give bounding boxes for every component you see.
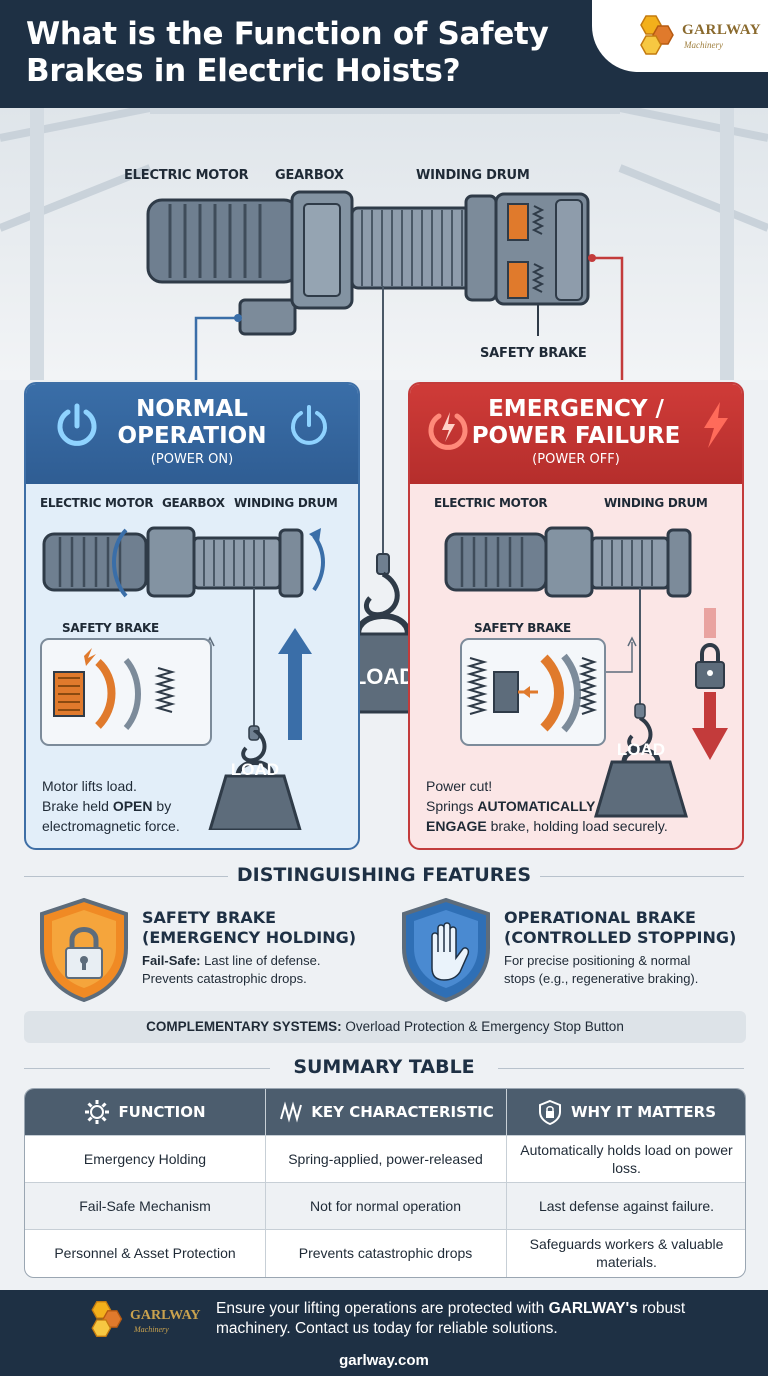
divider bbox=[540, 876, 744, 877]
brake-engaged-icon bbox=[460, 638, 606, 746]
gear-icon bbox=[85, 1100, 110, 1124]
footer-message: Ensure your lifting operations are prote… bbox=[216, 1300, 686, 1337]
divider bbox=[24, 876, 228, 877]
divider bbox=[24, 1068, 270, 1069]
warehouse-background bbox=[0, 108, 768, 380]
table-header: FUNCTION KEY CHARACTERISTIC WHY IT MATTE… bbox=[25, 1089, 745, 1135]
table-cell: Personnel & Asset Protection bbox=[54, 1245, 236, 1261]
power-on-icon bbox=[57, 403, 97, 446]
table-row: Fail-Safe Mechanism Not for normal opera… bbox=[25, 1182, 745, 1229]
gearbox-label: GEARBOX bbox=[275, 168, 344, 183]
logo-text: GARLWAY bbox=[682, 22, 762, 38]
table-cell: Safeguards workers & valuable materials. bbox=[529, 1236, 724, 1270]
normal-subtitle: (POWER ON) bbox=[150, 452, 234, 467]
operational-brake-title: OPERATIONAL BRAKE(CONTROLLED STOPPING) bbox=[504, 908, 737, 947]
emergency-drum-label: WINDING DRUM bbox=[604, 496, 708, 510]
emergency-load-icon bbox=[593, 718, 689, 818]
safety-shield-lock-icon bbox=[40, 898, 128, 1002]
footer-logo-subtext: Machinery bbox=[134, 1325, 169, 1334]
safety-brake-description: Fail-Safe: Last line of defense.Prevents… bbox=[142, 953, 321, 986]
emergency-subtitle: (POWER OFF) bbox=[532, 452, 620, 467]
table-cell: Last defense against failure. bbox=[538, 1198, 715, 1214]
emergency-panel: EMERGENCY /POWER FAILURE (POWER OFF) ELE… bbox=[408, 382, 744, 850]
normal-motor-label: ELECTRIC MOTOR bbox=[40, 496, 154, 510]
top-load-label: LOAD bbox=[352, 664, 416, 689]
table-cell: Spring-applied, power-released bbox=[288, 1151, 483, 1167]
table-row: Personnel & Asset Protection Prevents ca… bbox=[25, 1229, 745, 1276]
normal-description: Motor lifts load. Brake held OPEN by ele… bbox=[42, 778, 180, 834]
drum-label: WINDING DRUM bbox=[416, 168, 530, 183]
emergency-title: EMERGENCY /POWER FAILURE bbox=[471, 396, 681, 449]
header-function: FUNCTION bbox=[25, 1089, 265, 1135]
logo-subtext: Machinery bbox=[684, 40, 723, 50]
hoist-overview-diagram: ELECTRIC MOTOR GEARBOX WINDING DRUM SAFE… bbox=[0, 108, 768, 380]
normal-brake-label: SAFETY BRAKE bbox=[62, 621, 159, 635]
footer: GARLWAY Machinery Ensure your lifting op… bbox=[0, 1290, 768, 1376]
emergency-panel-header: EMERGENCY /POWER FAILURE (POWER OFF) bbox=[410, 384, 742, 484]
footer-logo[interactable]: GARLWAY Machinery bbox=[82, 1298, 216, 1340]
website-link[interactable]: garlway.com bbox=[339, 1352, 429, 1369]
emergency-load-label: LOAD bbox=[616, 740, 666, 759]
emergency-brake-label: SAFETY BRAKE bbox=[474, 621, 571, 635]
table-cell: Not for normal operation bbox=[310, 1198, 461, 1214]
hexagon-logo-icon bbox=[640, 15, 674, 55]
emergency-motor-label: ELECTRIC MOTOR bbox=[434, 496, 548, 510]
normal-drum-label: WINDING DRUM bbox=[234, 496, 338, 510]
normal-load-label: LOAD bbox=[230, 760, 280, 779]
emergency-hoist-icon bbox=[444, 526, 728, 760]
summary-title: SUMMARY TABLE bbox=[293, 1056, 475, 1078]
features-title: DISTINGUISHING FEATURES bbox=[236, 864, 532, 886]
hoist-assembly-icon bbox=[146, 190, 624, 380]
complementary-systems-bar: COMPLEMENTARY SYSTEMS: Overload Protecti… bbox=[24, 1011, 746, 1043]
table-cell: Prevents catastrophic drops bbox=[298, 1245, 473, 1261]
brake-open-icon bbox=[40, 638, 212, 746]
lightning-icon bbox=[704, 402, 728, 448]
header-key-characteristic: KEY CHARACTERISTIC bbox=[265, 1089, 506, 1135]
table-cell: Automatically holds load on power loss. bbox=[520, 1142, 733, 1176]
normal-hoist-icon bbox=[42, 526, 325, 741]
shield-lock-icon bbox=[539, 1099, 561, 1125]
operational-shield-hand-icon bbox=[402, 898, 490, 1002]
normal-gearbox-label: GEARBOX bbox=[162, 496, 225, 510]
header-why-it-matters: WHY IT MATTERS bbox=[506, 1089, 745, 1135]
page-title: What is the Function of Safety Brakes in… bbox=[26, 16, 549, 89]
column-divider bbox=[506, 1089, 507, 1277]
spring-icon bbox=[280, 1101, 303, 1123]
table-cell: Emergency Holding bbox=[83, 1151, 207, 1167]
normal-load-icon bbox=[208, 730, 302, 830]
brand-logo[interactable]: GARLWAY Machinery bbox=[592, 0, 768, 72]
emergency-description: Power cut! Springs AUTOMATICALLY ENGAGE … bbox=[426, 778, 668, 834]
brake-label: SAFETY BRAKE bbox=[480, 346, 587, 361]
summary-table: FUNCTION KEY CHARACTERISTIC WHY IT MATTE… bbox=[24, 1088, 746, 1278]
table-cell: Fail-Safe Mechanism bbox=[79, 1198, 211, 1214]
footer-logo-text: GARLWAY bbox=[130, 1308, 201, 1323]
hexagon-logo-icon bbox=[91, 1300, 123, 1338]
power-off-icon bbox=[428, 412, 468, 450]
power-icon bbox=[291, 405, 327, 445]
safety-brake-title: SAFETY BRAKE(EMERGENCY HOLDING) bbox=[142, 908, 357, 947]
table-row: Emergency Holding Spring-applied, power-… bbox=[25, 1135, 745, 1182]
motor-label: ELECTRIC MOTOR bbox=[124, 168, 249, 183]
column-divider bbox=[265, 1089, 266, 1277]
divider bbox=[498, 1068, 744, 1069]
header: What is the Function of Safety Brakes in… bbox=[0, 0, 768, 108]
